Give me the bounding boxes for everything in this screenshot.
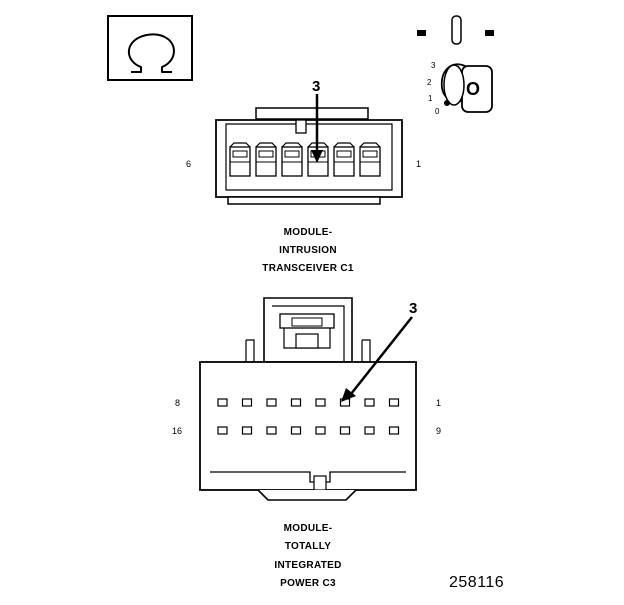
- c3-pin-top-right-label: 1: [436, 398, 442, 408]
- c1-cavity: [281, 142, 303, 177]
- c1-cavity: [229, 142, 251, 177]
- c3-caption-line-2: TOTALLY: [284, 541, 332, 552]
- c3-caption-line-4: POWER C3: [280, 578, 336, 589]
- c1-cavity: [333, 142, 355, 177]
- c3-pin-cavity: [339, 426, 351, 435]
- key-head-label: O: [466, 79, 481, 99]
- c3-pin-cavity: [388, 398, 400, 407]
- c3-caption-line-3: INTEGRATED: [274, 560, 342, 571]
- c3-callout-arrow: [341, 316, 413, 402]
- c3-pin-cavity: [266, 398, 277, 407]
- c3-pin-cavity: [290, 426, 302, 435]
- omega-icon: [107, 15, 193, 81]
- c1-cavity: [359, 142, 381, 177]
- c3-pin-bottom-left-label: 16: [172, 426, 183, 436]
- c3-pin-top-left-label: 8: [175, 398, 181, 408]
- c3-caption-line-1: MODULE-: [283, 523, 333, 534]
- key-position-2: 2: [427, 78, 432, 87]
- c3-pin-cavity: [364, 426, 375, 435]
- figure-number: 258116: [449, 574, 505, 591]
- c3-pin-cavity: [315, 398, 326, 407]
- ignition-key-icon: [417, 15, 494, 113]
- connector-c1: [215, 107, 403, 205]
- c1-callout-number: 3: [312, 78, 321, 95]
- c3-pin-cavity: [315, 426, 326, 435]
- c1-cavity: [255, 142, 277, 177]
- c3-pin-cavity: [217, 426, 228, 435]
- c1-caption-line-3: TRANSCEIVER C1: [262, 263, 354, 274]
- key-position-0: 0: [435, 107, 440, 116]
- c3-callout-number: 3: [409, 300, 418, 317]
- c3-pin-cavity: [241, 398, 253, 407]
- c1-caption-line-2: INTRUSION: [279, 245, 337, 256]
- key-position-3: 3: [431, 61, 436, 70]
- c3-pin-cavity: [266, 426, 277, 435]
- c1-pin-right-label: 1: [416, 159, 422, 169]
- key-position-1: 1: [428, 94, 433, 103]
- c1-caption-line-1: MODULE-: [283, 227, 333, 238]
- c3-pin-cavity: [241, 426, 253, 435]
- c1-callout-arrow: [311, 94, 323, 163]
- c3-pin-cavity: [217, 398, 228, 407]
- c1-pin-left-label: 6: [186, 159, 192, 169]
- c3-pin-cavity: [388, 426, 400, 435]
- c3-pin-cavity: [290, 398, 302, 407]
- c3-pin-bottom-right-label: 9: [436, 426, 442, 436]
- connector-c3: [199, 297, 417, 501]
- c3-pin-cavity: [364, 398, 375, 407]
